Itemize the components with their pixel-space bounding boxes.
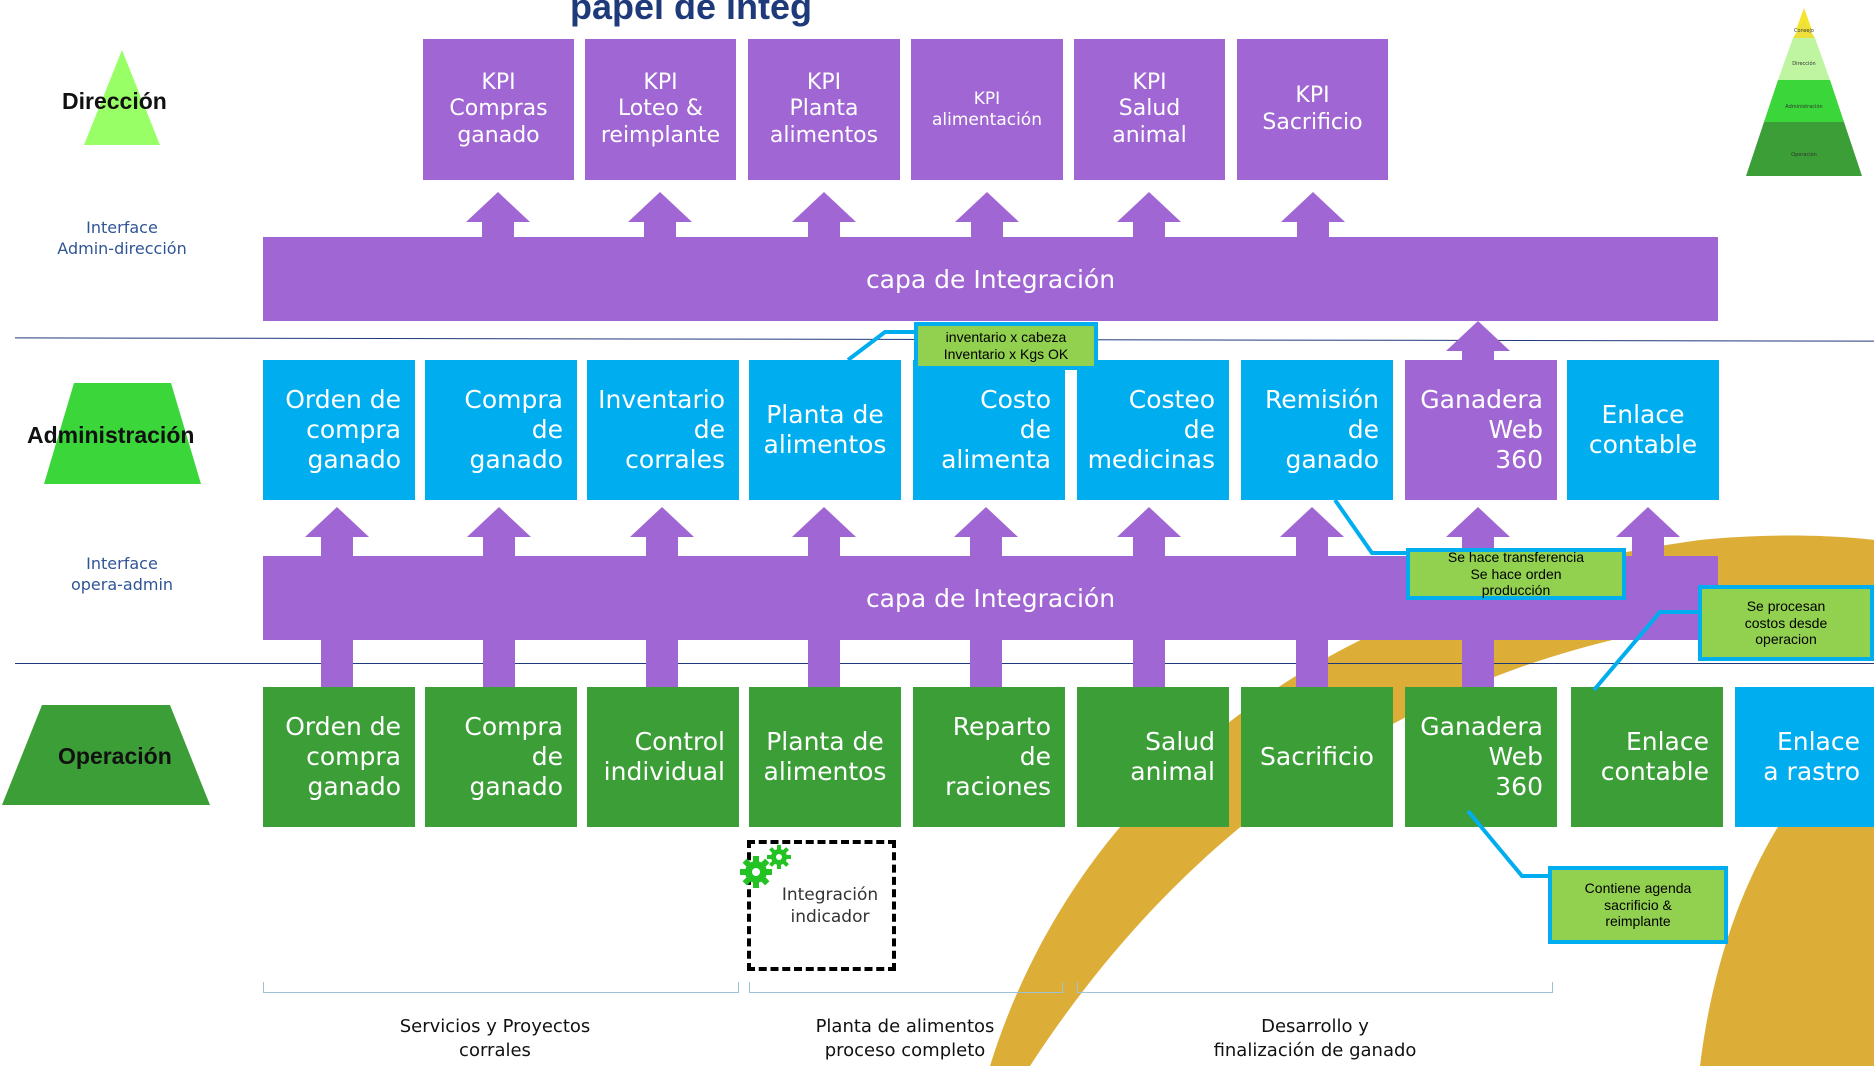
op-salud-animal: Salud animal <box>1077 687 1229 827</box>
integration-layer-upper: capa de Integración <box>263 237 1718 321</box>
op-enlace-rastro: Enlace a rastro <box>1735 687 1874 827</box>
arrow-up-admin-5 <box>954 507 1018 537</box>
op-sacrificio: Sacrificio <box>1241 687 1393 827</box>
pyramid-legend: Consejo Dirección Administración Operaci… <box>1746 8 1862 176</box>
kpi-planta-alimentos: KPI Planta alimentos <box>748 39 900 180</box>
op-orden-compra-ganado: Orden de compra ganado <box>263 687 415 827</box>
callout-transferencia: Se hace transferencia Se hace orden prod… <box>1406 548 1626 600</box>
bracket-desarrollo <box>1077 982 1553 993</box>
level-operacion: Operación <box>58 743 172 769</box>
kpi-alimentacion: KPI alimentación <box>911 39 1063 180</box>
admin-compra-ganado: Compra de ganado <box>425 360 577 500</box>
arrow-up-admin-1 <box>305 507 369 537</box>
bracket-servicios <box>263 982 739 993</box>
pyramid-level-administracion: Administración <box>1785 103 1822 110</box>
arrow-up-admin-3 <box>630 507 694 537</box>
callout-inventario: inventario x cabeza Inventario x Kgs OK <box>914 322 1098 370</box>
arrow-up-admin-8 <box>1446 507 1510 537</box>
callout-costos: Se procesan costos desde operacion <box>1698 585 1874 661</box>
admin-orden-compra-ganado: Orden de compra ganado <box>263 360 415 500</box>
admin-ganadera-web-360: Ganadera Web 360 <box>1405 360 1557 500</box>
pyramid-level-consejo: Consejo <box>1794 28 1814 34</box>
group-servicios-proyectos: Servicios y Proyectos corrales <box>399 1016 591 1062</box>
integration-indicator-frame <box>747 840 896 971</box>
integration-indicator-label: Integración indicador <box>781 885 879 928</box>
interface-opera-admin: Interface opera-admin <box>70 554 174 594</box>
admin-costo-alimenta: Costo de alimenta <box>913 360 1065 500</box>
callout-agenda: Contiene agenda sacrificio & reimplante <box>1548 866 1728 944</box>
direccion-triangle <box>84 50 160 145</box>
kpi-salud-animal: KPI Salud animal <box>1074 39 1225 180</box>
admin-inventario-corrales: Inventario de corrales <box>587 360 739 500</box>
kpi-loteo-reimplante: KPI Loteo & reimplante <box>585 39 736 180</box>
admin-costeo-medicinas: Costeo de medicinas <box>1077 360 1229 500</box>
level-direccion: Dirección <box>62 88 167 114</box>
pyramid-level-operacion: Operación <box>1791 151 1817 158</box>
kpi-sacrificio: KPI Sacrificio <box>1237 39 1388 180</box>
op-ganadera-web-360: Ganadera Web 360 <box>1405 687 1557 827</box>
admin-remision-ganado: Remisión de ganado <box>1241 360 1393 500</box>
kpi-compras-ganado: KPI Compras ganado <box>423 39 574 180</box>
arrow-up-kpi-4 <box>955 192 1019 222</box>
op-reparto-raciones: Reparto de raciones <box>913 687 1065 827</box>
arrow-up-kpi-1 <box>466 192 530 222</box>
arrow-up-kpi-3 <box>792 192 856 222</box>
operacion-trapezoid <box>2 705 210 805</box>
arrow-up-admin-6 <box>1117 507 1181 537</box>
admin-enlace-contable: Enlace contable <box>1567 360 1719 500</box>
arrow-up-admin-7 <box>1280 507 1344 537</box>
arrow-up-admin-9 <box>1616 507 1680 537</box>
arrow-up-kpi-2 <box>628 192 692 222</box>
page-title: papel de integ <box>570 0 813 27</box>
op-control-individual: Control individual <box>587 687 739 827</box>
op-planta-alimentos: Planta de alimentos <box>749 687 901 827</box>
arrow-up-kpi-6 <box>1281 192 1345 222</box>
bracket-planta <box>749 982 1063 993</box>
group-desarrollo-finalizacion: Desarrollo y finalización de ganado <box>1213 1016 1417 1062</box>
arrow-up-admin-4 <box>792 507 856 537</box>
arrow-up-admin-2 <box>467 507 531 537</box>
arrow-up-kpi-5 <box>1117 192 1181 222</box>
divider-admin-operacion <box>15 663 1874 664</box>
interface-admin-direccion: Interface Admin-dirección <box>57 218 187 258</box>
arrow-up-ganadera-upper <box>1446 321 1510 351</box>
level-administracion: Administración <box>27 422 195 448</box>
op-enlace-contable: Enlace contable <box>1571 687 1723 827</box>
gear-icon <box>740 845 791 888</box>
administracion-trapezoid <box>44 383 201 484</box>
pyramid-level-direccion: Dirección <box>1792 60 1815 67</box>
op-compra-ganado: Compra de ganado <box>425 687 577 827</box>
admin-planta-alimentos: Planta de alimentos <box>749 360 901 500</box>
group-planta-alimentos: Planta de alimentos proceso completo <box>815 1016 995 1062</box>
